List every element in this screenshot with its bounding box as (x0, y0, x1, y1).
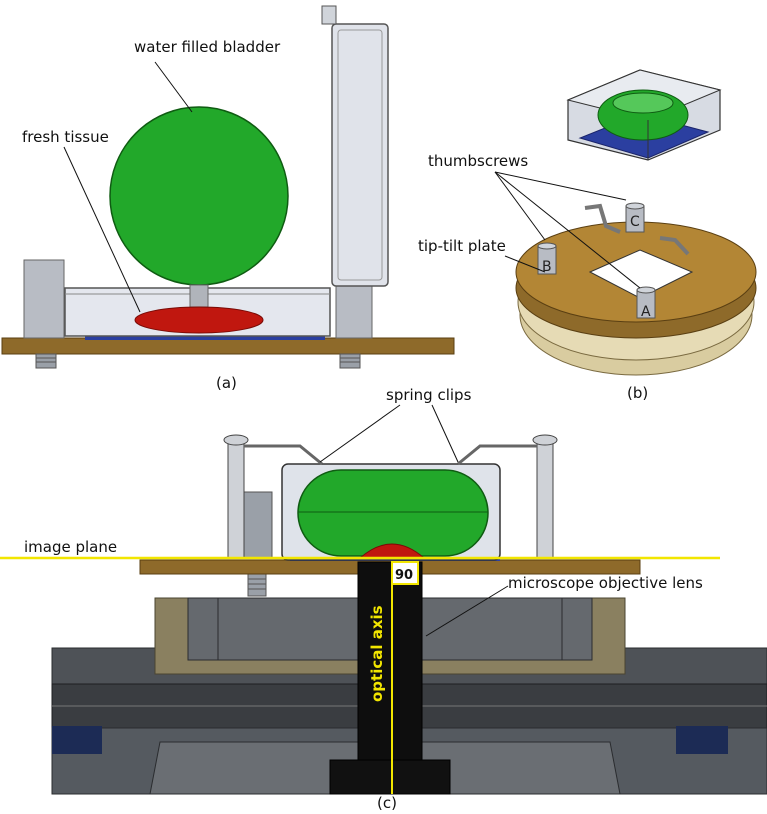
panel-a-lid (331, 23, 389, 287)
label-microscope-objective-lens: microscope objective lens (508, 574, 703, 592)
spring-under-plate (247, 573, 267, 597)
angle-label: 90 (395, 568, 413, 583)
left-thumbscrew (243, 491, 273, 559)
clip-right (659, 236, 690, 256)
clips-leader-left (319, 404, 401, 463)
label-image-plane: image plane (24, 538, 117, 556)
panel-a-lid-tab (321, 5, 337, 25)
label-spring-clips: spring clips (386, 386, 472, 404)
plate-aperture (588, 249, 694, 299)
clips-leader-right (431, 404, 459, 463)
panel-a-right-spring (339, 353, 361, 369)
label-screw-c: C (630, 214, 640, 230)
label-water-filled-bladder: water filled bladder (134, 38, 281, 56)
stage-blue-left (52, 726, 102, 754)
thumbscrews-leader-b (494, 171, 546, 241)
panel-b: thumbscrews tip-tilt plate A B C (b) (418, 69, 757, 402)
bladder-sphere (109, 106, 289, 286)
bladder-flattened (297, 469, 489, 557)
panel-a-left-post (23, 259, 65, 339)
label-screw-b: B (542, 259, 552, 275)
caption-a: (a) (216, 374, 237, 392)
spring-clip-right (457, 444, 537, 466)
panel-a-left-spring (35, 353, 57, 369)
spring-clip-left (244, 444, 323, 466)
label-fresh-tissue: fresh tissue (22, 128, 109, 146)
panel-a-base-plate (1, 337, 455, 355)
caption-b: (b) (627, 384, 648, 402)
plate-leader (504, 255, 546, 273)
panel-c: 90 optical axis spring clips image plane… (0, 386, 767, 812)
mini-dish-assembly (566, 69, 722, 161)
objective-lens-base (329, 759, 451, 795)
stage-blue-right (676, 726, 728, 754)
caption-c: (c) (377, 794, 397, 812)
tissue-ellipse (134, 306, 264, 334)
bladder-stem (189, 284, 209, 308)
label-thumbscrews: thumbscrews (428, 152, 528, 170)
thumbscrews-leader-a (494, 171, 641, 289)
right-angle-box (391, 561, 419, 585)
thumbscrews-leader-c (494, 171, 627, 201)
thumbscrew-a (636, 286, 656, 319)
left-bolt (227, 439, 245, 559)
panel-a-blue-layer (85, 334, 325, 340)
label-screw-a: A (641, 304, 651, 320)
bladder-leader (154, 61, 193, 113)
tip-tilt-plate (515, 221, 757, 339)
thumbscrew-b (537, 242, 557, 275)
right-bolt (536, 439, 554, 559)
label-tip-tilt-plate: tip-tilt plate (418, 237, 506, 255)
optical-axis-label: optical axis (368, 605, 386, 702)
tissue-leader (63, 146, 141, 313)
panel-a: water filled bladder fresh tissue (a) (1, 5, 455, 392)
objective-leader (425, 585, 509, 637)
thumbscrew-c (625, 202, 645, 233)
clip-left (584, 203, 621, 234)
